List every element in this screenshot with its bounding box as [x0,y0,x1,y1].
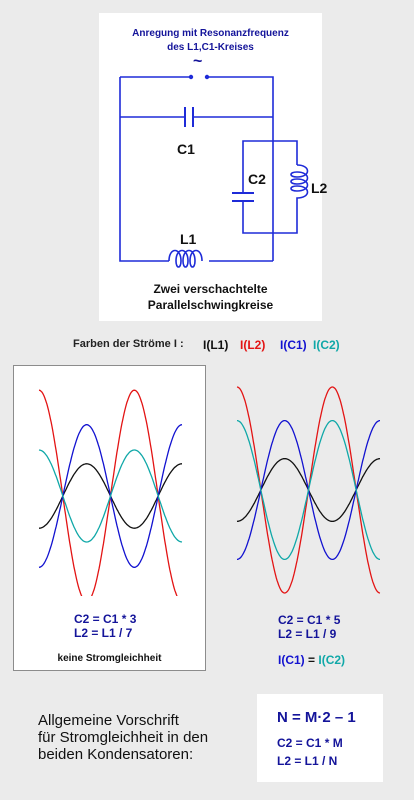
l2-coil [290,164,309,217]
rule-formula-c: C2 = C1 * M [277,736,343,750]
wave-c2 [38,449,183,543]
left-note: keine Stromgleichheit [57,653,162,664]
right-equality: I(C1) = I(C2) [278,653,345,667]
rule-text-line2: für Stromgleichheit in den [38,729,209,746]
legend-item-l1: I(L1) [203,338,229,352]
c2-loop-wire [242,140,273,234]
right-formula-l2: L2 = L1 / 9 [278,627,337,641]
legend-prefix: Farben der Ströme I : [73,338,184,350]
right-formula-c2: C2 = C1 * 5 [278,613,341,627]
rule-formula-card: N = M·2 – 1 C2 = C1 * M L2 = L1 / N [257,694,383,782]
wave-c2 [237,419,380,561]
l2-loop-wire [273,140,298,234]
waveform-panel-equal: C2 = C1 * 5 L2 = L1 / 9 I(C1) = I(C2) [218,365,403,671]
outer-left-wire [119,77,169,262]
equality-sign: = [304,653,319,667]
waveform-plot-left [38,389,183,596]
rule-formula-n: N = M·2 – 1 [277,709,356,726]
source-terminal-left [188,74,194,80]
rule-text-line3: beiden Kondensatoren: [38,746,194,763]
current-color-legend: Farben der Ströme I : I(L1) I(L2) I(C1) … [0,336,414,354]
label-l1: L1 [180,231,197,247]
equality-left: I(C1) [278,653,305,667]
circuit-caption-line1: Zwei verschachtelte [153,282,268,296]
circuit-title-line2: des L1,C1-Kreises [167,42,254,53]
equality-right: I(C2) [318,653,346,667]
waveform-panel-unequal: C2 = C1 * 3 L2 = L1 / 7 keine Stromgleic… [13,365,206,671]
legend-item-c2: I(C2) [313,338,340,352]
label-l2: L2 [311,180,328,196]
rule-formula-l: L2 = L1 / N [277,754,338,768]
outer-top-wire [120,76,274,261]
circuit-schematic [119,74,309,268]
label-c1: C1 [177,141,195,157]
circuit-diagram: Anregung mit Resonanzfrequenz des L1,C1-… [99,13,327,321]
circuit-caption-line2: Parallelschwingkreise [147,298,274,312]
rule-text-line1: Allgemeine Vorschrift [38,712,179,729]
source-symbol: ~ [193,53,203,70]
left-formula-l2: L2 = L1 / 7 [74,626,133,640]
label-c2: C2 [248,171,266,187]
circuit-title-line1: Anregung mit Resonanzfrequenz [132,28,289,39]
source-terminal-right [204,74,210,80]
legend-item-l2: I(L2) [240,338,266,352]
l1-coil [168,249,203,268]
left-formula-c2: C2 = C1 * 3 [74,612,137,626]
legend-item-c1: I(C1) [280,338,307,352]
waveform-plot-right [236,386,381,594]
